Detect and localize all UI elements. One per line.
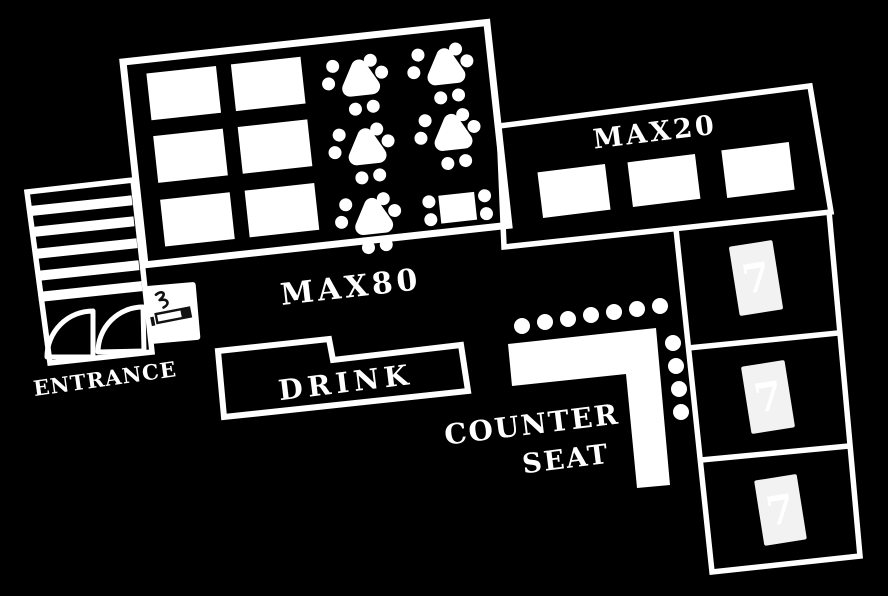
seat-dot <box>560 311 576 327</box>
entrance-wall <box>23 176 156 367</box>
stair-step <box>31 216 135 237</box>
room-divider <box>700 443 850 463</box>
seat-dot <box>537 314 553 330</box>
seat-dot <box>652 298 668 314</box>
square-table-with-chairs <box>421 188 494 227</box>
table <box>146 65 222 121</box>
smoking-icon <box>145 282 201 344</box>
seat-dot <box>671 381 687 397</box>
table <box>153 128 228 183</box>
seat-dot <box>514 318 530 334</box>
private-rooms: 7 7 7 <box>673 210 863 576</box>
stairs-icon <box>29 195 143 302</box>
counter-label-line2: SEAT <box>521 439 612 480</box>
drink-bar-outline <box>214 335 472 421</box>
table <box>230 56 306 112</box>
round-table-with-chairs <box>326 121 399 188</box>
seat-dot <box>629 301 645 317</box>
main-hall-capacity-label: MAX80 <box>279 262 424 313</box>
annex-room: MAX20 <box>496 82 835 251</box>
double-swing-door-icon <box>44 304 147 360</box>
table <box>237 119 313 174</box>
room-divider <box>687 330 839 351</box>
annex-capacity-label: MAX20 <box>591 110 718 156</box>
counter-seat-area: COUNTER SEAT <box>442 298 689 488</box>
round-table-with-chairs <box>332 190 405 257</box>
table <box>244 183 320 238</box>
table <box>721 142 795 198</box>
stair-step <box>36 260 140 281</box>
private-room-plate: 7 <box>741 360 795 434</box>
table <box>537 164 611 218</box>
seat-dot <box>668 358 684 374</box>
main-hall-room <box>119 18 513 269</box>
seat-dot <box>606 304 622 320</box>
counter <box>508 328 670 488</box>
drink-bar: DRINK <box>214 335 472 421</box>
private-room-plate: 7 <box>729 240 783 316</box>
stair-step <box>29 195 133 216</box>
round-table-with-chairs <box>412 106 485 173</box>
table <box>160 192 235 247</box>
seat-dot <box>665 335 681 351</box>
round-table-with-chairs <box>319 52 392 119</box>
seat-dot <box>583 307 599 323</box>
stair-step <box>34 238 138 259</box>
round-table-with-chairs <box>405 41 478 108</box>
private-rooms-wall <box>673 210 863 576</box>
seat-dot <box>673 404 689 420</box>
table <box>627 154 701 207</box>
cigarette-glyph <box>150 291 193 327</box>
stair-step <box>38 281 143 302</box>
private-room-plate: 7 <box>754 474 807 546</box>
